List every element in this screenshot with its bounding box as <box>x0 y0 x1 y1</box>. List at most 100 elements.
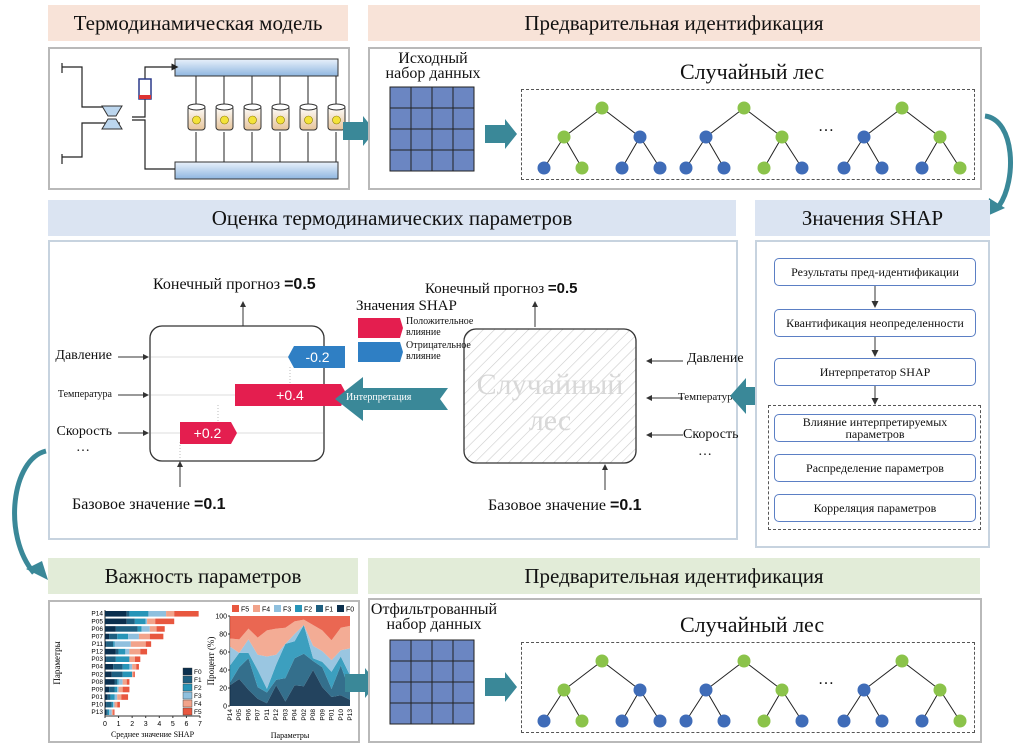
base-value-label: Базовое значение <box>488 497 606 514</box>
grid-cell <box>410 639 433 662</box>
tree-node <box>633 130 647 144</box>
x-tick-label: 4 <box>157 721 161 728</box>
param-importance-header: Важность параметров <box>48 558 358 594</box>
bar-segment-F1 <box>107 694 111 700</box>
grid-cell <box>452 149 475 172</box>
bar-segment-F0 <box>105 671 112 678</box>
param-importance-title: Важность параметров <box>104 563 302 588</box>
bar-segment-F5 <box>174 611 199 617</box>
x-tick-label: P03 <box>282 709 289 721</box>
x-tick-label: P06 <box>245 709 252 721</box>
y-tick-label: 40 <box>219 668 227 675</box>
shap-values-title: Значения SHAP <box>801 205 944 230</box>
thermo-eval-title: Оценка термодинамических параметров <box>211 205 573 230</box>
bar-segment-F3 <box>148 611 167 617</box>
bar-segment-F4 <box>114 701 118 708</box>
grid-cell <box>452 107 475 130</box>
forest-ellipsis: … <box>818 671 834 688</box>
bar-segment-F3 <box>118 679 123 685</box>
forest-label: Случайный лес <box>680 59 825 84</box>
tree-node <box>953 161 967 175</box>
pre-ident-top-header: Предварительная идентификация <box>368 5 980 41</box>
legend-swatch-F3 <box>182 691 193 700</box>
base-value-value: =0.1 <box>609 497 642 514</box>
bar-segment-F1 <box>113 664 123 670</box>
y-tick-label: 60 <box>219 650 227 657</box>
input-label-more-right: … <box>698 444 712 459</box>
bar-segment-F0 <box>105 618 127 625</box>
grid-cell <box>389 107 412 130</box>
legend-label: F3 <box>194 693 202 700</box>
legend-swatch-F3 <box>274 605 281 612</box>
arrow-right-icon <box>343 116 375 146</box>
shap-values-panel: Результаты пред-идентификации Квантифика… <box>755 240 990 548</box>
x-tick-label: P11 <box>264 709 271 720</box>
tree-node <box>953 714 967 728</box>
grid-cell <box>389 86 412 109</box>
bar-segment-F3 <box>141 626 150 632</box>
tree-node <box>595 654 609 668</box>
bar-segment-F2 <box>110 694 115 700</box>
bar-segment-F0 <box>105 664 114 670</box>
reactor-cylinder-icon <box>215 103 234 131</box>
tree-node <box>933 683 947 697</box>
x-tick-label: P01 <box>329 709 336 721</box>
input-label-pressure: Давление <box>55 348 112 363</box>
bar-segment-F0 <box>105 611 127 617</box>
bar-segment-F2 <box>113 641 115 647</box>
grid-cell <box>410 107 433 130</box>
bar-segment-F0 <box>105 701 107 708</box>
filtered-dataset-label: Отфильтрованный набор данных <box>370 601 498 633</box>
legend-label: F1 <box>325 607 333 614</box>
x-tick-label: 3 <box>144 721 148 728</box>
grid-cell <box>410 128 433 151</box>
x-tick-label: P07 <box>255 709 262 721</box>
final-prediction-left: Конечный прогноз =0.5 <box>153 276 316 294</box>
curved-arrow-icon <box>984 113 1014 216</box>
legend-label: F0 <box>346 607 354 614</box>
arrow-right-icon <box>485 119 517 149</box>
shap-bar-label: -0.2 <box>305 349 329 365</box>
bar-segment-F3 <box>145 618 148 625</box>
bar-segment-F5 <box>155 618 175 625</box>
tree-node <box>717 714 731 728</box>
legend-label: F1 <box>194 677 202 684</box>
y-tick-label: P08 <box>91 679 103 686</box>
x-tick-label: 1 <box>117 721 121 728</box>
interpretation-arrow <box>335 377 448 421</box>
forest-container: … <box>521 89 975 180</box>
input-label-speed: Скорость <box>56 424 113 439</box>
forest-label: Случайный лес <box>680 612 825 637</box>
random-forest-trees <box>537 654 967 728</box>
grid-cell <box>389 128 412 151</box>
flow-output-param-distribution: Распределение параметров <box>774 454 976 482</box>
x-tick-label: 7 <box>198 721 202 728</box>
decision-tree <box>679 654 809 728</box>
x-tick-label: P09 <box>319 709 326 721</box>
bar-segment-F2 <box>117 679 119 685</box>
legend-swatch-F1 <box>182 675 193 684</box>
tree-node <box>699 130 713 144</box>
bar-segment-F4 <box>111 709 114 715</box>
grid-cell <box>452 660 475 683</box>
y-tick-label: 80 <box>219 632 227 639</box>
input-label-temperature: Температура <box>57 389 112 400</box>
bar-segment-F2 <box>115 656 130 662</box>
bar-segment-F1 <box>109 686 115 693</box>
base-value-right: Базовое значение =0.1 <box>488 497 642 515</box>
x-tick-label: P13 <box>347 709 354 721</box>
shap-bar-positive <box>235 384 347 406</box>
thermo-eval-panel: Конечный прогноз =0.5 +0.2+0.4-0.2 Давле… <box>48 240 744 540</box>
grid-cell <box>389 639 412 662</box>
grid-cell <box>431 128 454 151</box>
bar-segment-F1 <box>115 626 138 632</box>
x-tick-label: 6 <box>184 721 188 728</box>
decision-tree <box>537 654 667 728</box>
final-prediction-right: Конечный прогноз =0.5 <box>425 280 578 298</box>
curved-arrow-icon <box>12 448 48 580</box>
x-tick-label: P02 <box>301 709 308 721</box>
tree-node <box>615 161 629 175</box>
bar-segment-F5 <box>149 633 164 640</box>
